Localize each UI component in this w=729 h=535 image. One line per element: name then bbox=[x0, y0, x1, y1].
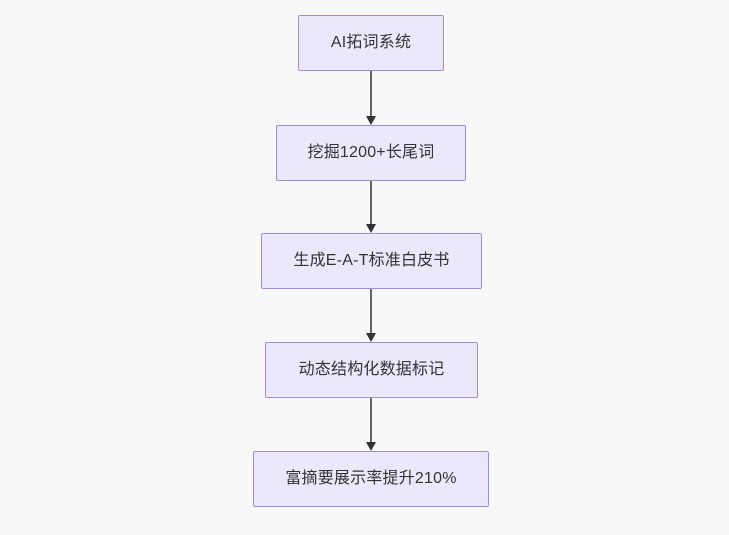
flow-node-n5[interactable]: 富摘要展示率提升210% bbox=[253, 451, 489, 507]
flow-arrow-n2-to-n3 bbox=[363, 181, 379, 233]
flow-arrow-n3-to-n4 bbox=[363, 289, 379, 342]
flow-node-label: 生成E-A-T标准白皮书 bbox=[293, 252, 450, 269]
flow-node-label: 动态结构化数据标记 bbox=[298, 361, 445, 378]
flow-node-label: 富摘要展示率提升210% bbox=[285, 470, 457, 487]
flow-node-n2[interactable]: 挖掘1200+长尾词 bbox=[276, 125, 466, 181]
flow-node-n4[interactable]: 动态结构化数据标记 bbox=[265, 342, 478, 398]
flow-node-n1[interactable]: AI拓词系统 bbox=[298, 15, 444, 71]
flow-node-label: AI拓词系统 bbox=[330, 34, 412, 51]
flow-node-label: 挖掘1200+长尾词 bbox=[307, 144, 435, 161]
flow-arrow-n1-to-n2 bbox=[363, 71, 379, 125]
flow-node-n3[interactable]: 生成E-A-T标准白皮书 bbox=[261, 233, 482, 289]
flow-arrow-n4-to-n5 bbox=[363, 398, 379, 451]
